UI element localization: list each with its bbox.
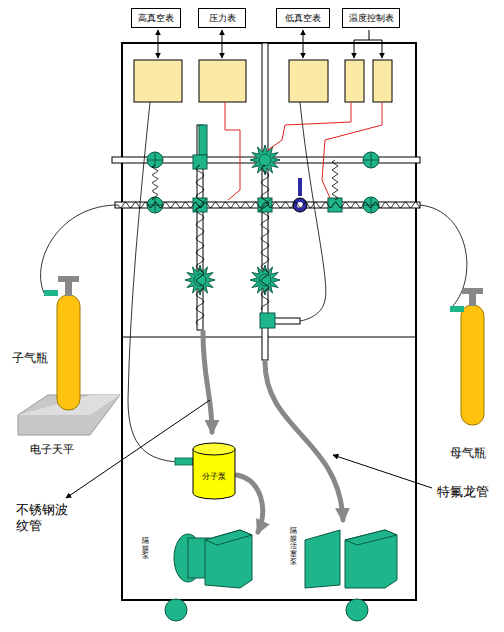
cylinder-outline [192, 442, 236, 500]
meter-label-box: 压力表 [198, 8, 246, 28]
part-label: 不锈钢波纹管 [16, 502, 72, 535]
meter-label-box: 高真空表 [131, 8, 181, 28]
pump-label: 隔膜活塞泵 [290, 528, 297, 566]
node-text: 分子泵 [202, 471, 226, 482]
node-text: 低真空表 [285, 12, 321, 25]
part-label: 电子天平 [30, 442, 74, 457]
meter-label-box: 低真空表 [276, 8, 330, 28]
pump-label: 隔膜泵 [142, 538, 149, 561]
node-text: 温度控制表 [349, 12, 394, 25]
node-text: 高真空表 [138, 12, 174, 25]
pump-cylinder: 分子泵 [192, 442, 236, 500]
meter-label-box: 温度控制表 [342, 8, 400, 28]
part-label: 特氟龙管 [437, 484, 497, 500]
part-label: 母气瓶 [450, 445, 486, 462]
part-label: 子气瓶 [12, 350, 48, 367]
node-text: 压力表 [209, 12, 236, 25]
